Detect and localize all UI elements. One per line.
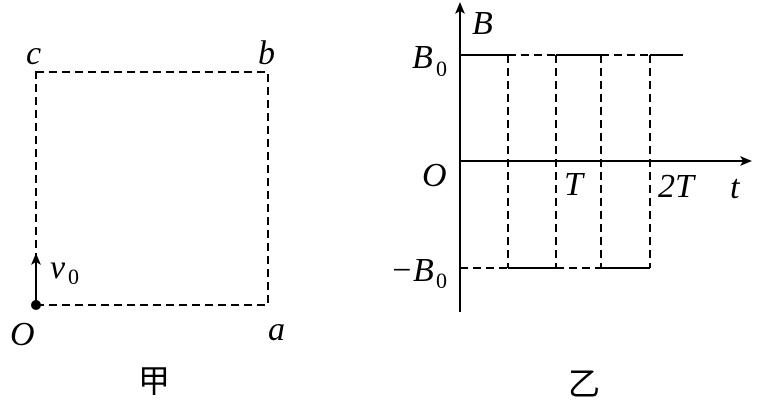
b-t-graph: B t O B 0 −B 0 T 2T 乙	[390, 2, 752, 403]
y-tick-negative: −B	[390, 252, 434, 289]
square-region-figure: c b a O v 0 甲	[10, 35, 285, 400]
x-axis-label: t	[730, 169, 741, 206]
origin-label-left: O	[10, 316, 35, 353]
y-tick-negative-sub: 0	[436, 268, 447, 293]
y-tick-positive: B	[412, 39, 433, 76]
y-axis-label: B	[472, 5, 493, 42]
caption-right: 乙	[568, 365, 600, 403]
x-tick-T: T	[564, 166, 585, 203]
caption-left: 甲	[138, 362, 170, 400]
particle-dot	[31, 300, 41, 310]
corner-label-b: b	[258, 35, 275, 72]
x-tick-2T: 2T	[658, 168, 696, 205]
origin-label-right: O	[422, 157, 447, 194]
corner-label-a: a	[268, 311, 285, 348]
waveform-solid	[460, 54, 683, 269]
velocity-subscript: 0	[68, 264, 79, 289]
waveform-dashed-guides	[460, 54, 651, 269]
corner-label-c: c	[26, 35, 41, 72]
dashed-square-boundary	[35, 71, 269, 306]
velocity-label: v	[50, 249, 66, 286]
y-tick-positive-sub: 0	[436, 56, 447, 81]
